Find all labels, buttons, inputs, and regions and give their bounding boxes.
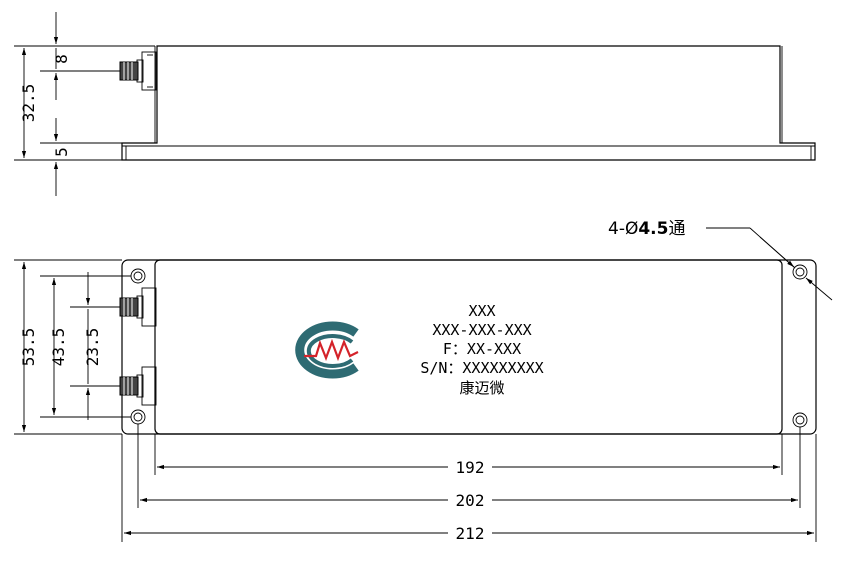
port-connector-icon: [119, 287, 157, 327]
hole-callout-diameter-symbol: Ø: [625, 219, 638, 239]
port-connector-icon: [119, 366, 157, 406]
product-label: XXX XXX-XXX-XXX F：XX-XXX S/N：XXXXXXXXX 康…: [420, 302, 543, 397]
side-view-body-outline: [121, 45, 816, 161]
dim-top-height: 53.5: [19, 328, 38, 367]
label-line-4: S/N：XXXXXXXXX: [420, 359, 543, 377]
mounting-hole-icon: [130, 409, 146, 425]
label-line-3: F：XX-XXX: [443, 340, 521, 358]
dim-side-connector-offset: 8: [52, 54, 71, 64]
dim-width-inner: 192: [456, 458, 485, 477]
top-view: 53.5 43.5 23.5 192 202 212: [14, 219, 833, 543]
dim-port-spacing-outer: 43.5: [49, 328, 68, 367]
side-view: 32.5 8 5: [14, 12, 816, 196]
dim-side-height: 32.5: [19, 84, 38, 123]
label-line-1: XXX: [468, 302, 495, 320]
mounting-hole-icon: [130, 268, 146, 284]
side-connector-icon: [119, 51, 157, 91]
label-line-2: XXX-XXX-XXX: [432, 321, 531, 339]
mounting-hole-icon: [792, 264, 808, 280]
top-view-body-outline: [154, 259, 783, 435]
dim-side-base-thickness: 5: [52, 147, 71, 157]
dim-port-spacing-inner: 23.5: [83, 328, 102, 367]
svg-text:4-Ø4.5通: 4-Ø4.5通: [608, 219, 685, 239]
hole-callout-through: 通: [668, 219, 685, 239]
label-line-5: 康迈微: [459, 379, 504, 397]
hole-callout-prefix: 4-: [608, 219, 625, 239]
company-logo: [295, 321, 359, 379]
hole-callout: 4-Ø4.5通: [608, 219, 833, 301]
dim-width-holes: 202: [456, 491, 485, 510]
mounting-hole-icon: [792, 412, 808, 428]
dim-width-total: 212: [456, 524, 485, 543]
hole-callout-value: 4.5: [638, 219, 668, 239]
